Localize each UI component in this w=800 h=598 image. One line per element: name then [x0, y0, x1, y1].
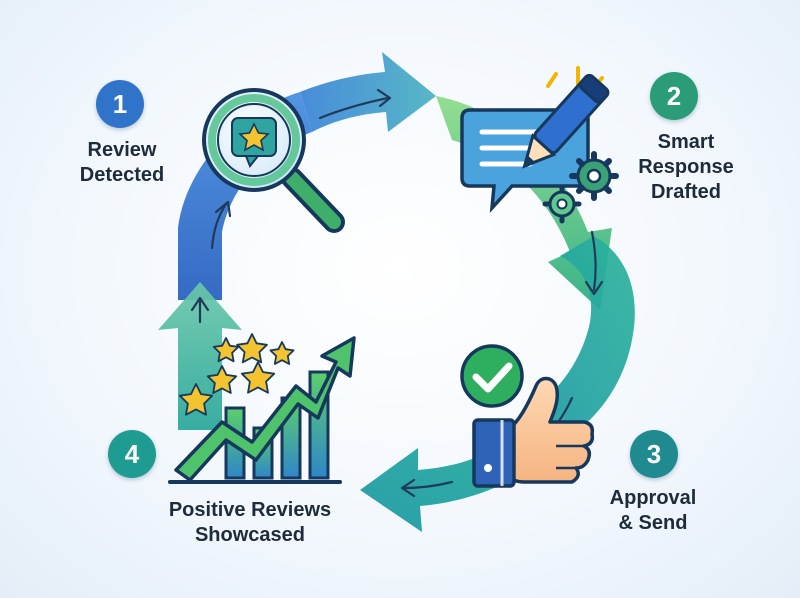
chat-pen-gear-icon	[460, 66, 619, 224]
step-1-label-line1: Review	[87, 139, 157, 161]
cycle-arrow-right-teal	[538, 236, 635, 436]
step-3-label-line1: Approval	[609, 487, 697, 509]
step-1-label: Review Detected	[72, 138, 172, 188]
step-4-badge: 4	[108, 430, 156, 478]
step-3-label-line2: & Send	[618, 512, 688, 534]
step-3-badge: 3	[630, 430, 678, 478]
step-1-badge: 1	[96, 80, 144, 128]
step-4-label-line2: Showcased	[194, 524, 306, 546]
step-3-label: Approval & Send	[598, 486, 708, 536]
thumbs-up-check-icon	[460, 344, 595, 488]
step-2-label-line1: Smart	[657, 131, 715, 153]
step-2-badge: 2	[650, 72, 698, 120]
growth-chart-stars-icon	[168, 333, 356, 484]
step-2-label-line2: Response	[638, 156, 734, 178]
step-1-label-line2: Detected	[79, 164, 165, 186]
cycle-arrow-left	[158, 282, 242, 430]
step-4-label-line1: Positive Reviews	[168, 499, 332, 521]
star-icon	[269, 341, 295, 365]
gear-icon	[542, 151, 619, 224]
star-icon	[212, 337, 240, 363]
star-icon	[206, 365, 238, 394]
star-icon	[178, 383, 214, 416]
magnifier-star-icon	[202, 88, 345, 233]
step-2-label: Smart Response Drafted	[626, 130, 746, 205]
star-icon	[240, 361, 276, 394]
step-4-label: Positive Reviews Showcased	[150, 498, 350, 548]
star-icon	[236, 333, 268, 364]
cycle-arrow-top	[300, 52, 436, 132]
step-2-label-line3: Drafted	[650, 181, 721, 203]
